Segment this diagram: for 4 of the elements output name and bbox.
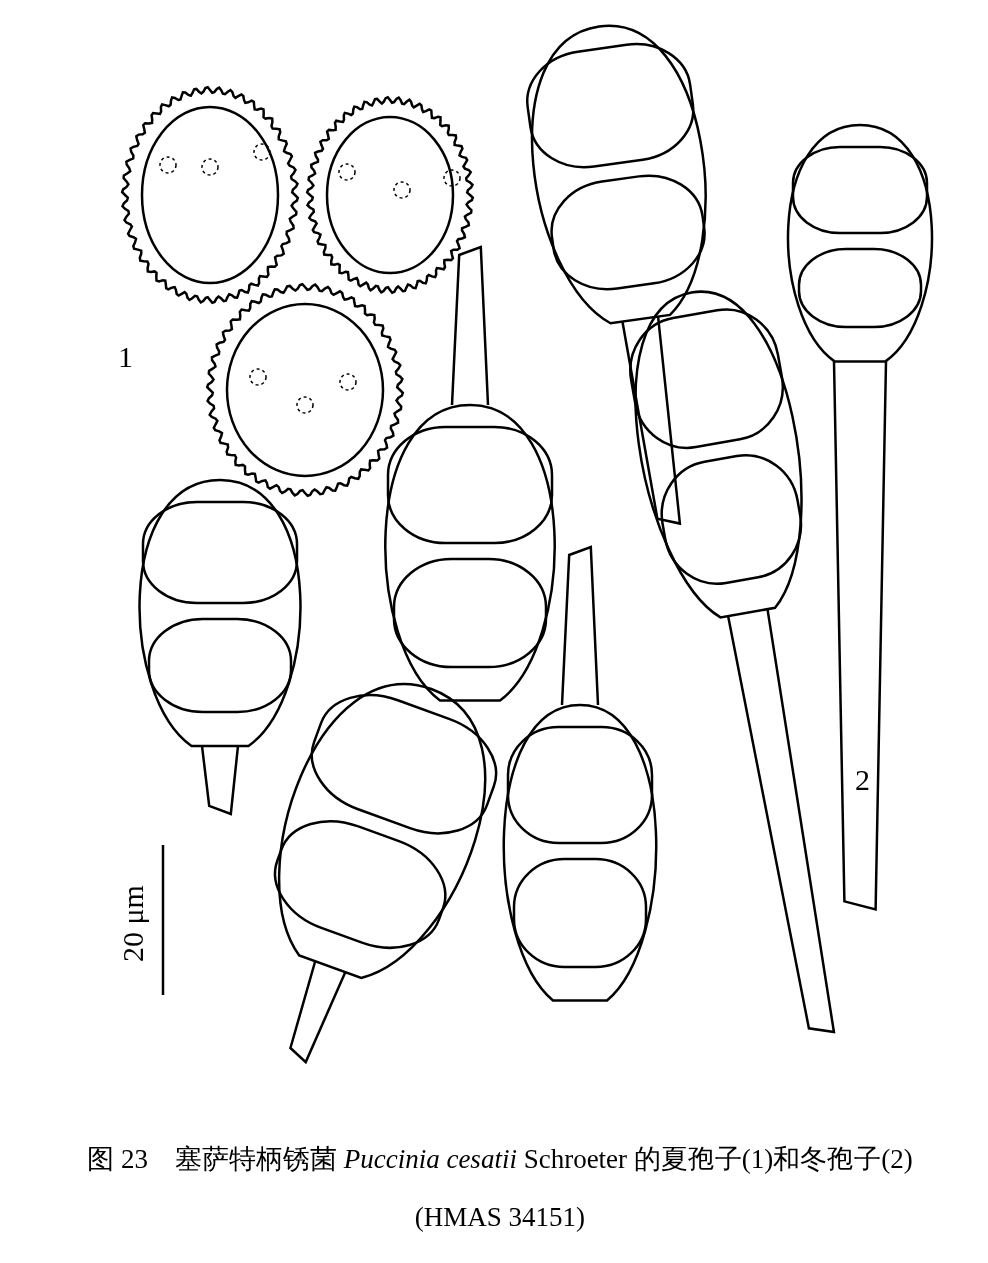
figure-number: 2	[855, 765, 870, 795]
scale-label: 20 μm	[118, 885, 148, 962]
figure-caption: 图 23 塞萨特柄锈菌 Puccinia cesatii Schroeter 的夏孢子(1)和冬孢子(2)(HMAS 34151)	[86, 1143, 914, 1234]
figure-number: 1	[118, 342, 133, 372]
